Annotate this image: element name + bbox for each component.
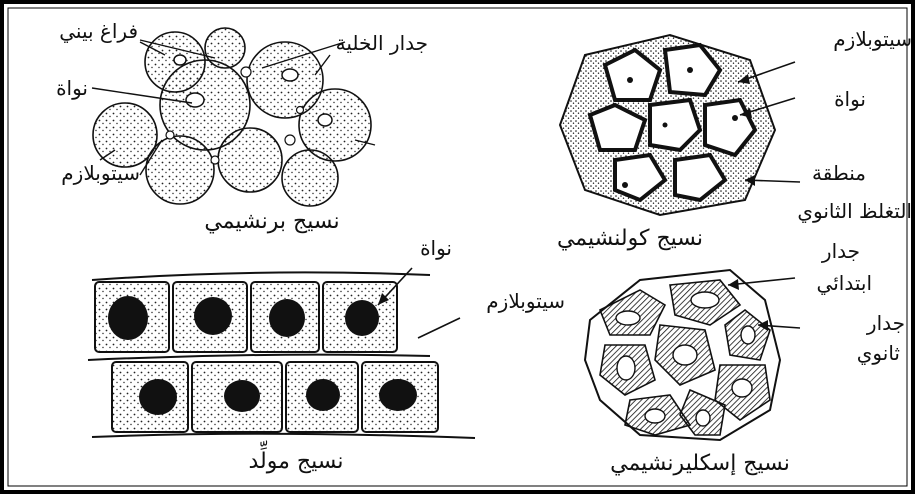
label-meristem-cytoplasm: سيتوبلازم: [486, 289, 565, 313]
caption-meristem: نسيج مولِّد: [249, 441, 344, 474]
label-intercellular-space: فراغ بيني: [59, 19, 138, 44]
label-nucleus: نواة: [56, 76, 88, 100]
label-meristem-nucleus: نواة: [420, 236, 452, 260]
label-collenchyma-nucleus: نواة: [834, 87, 866, 111]
meristem-panel: نواة سيتوبلازم نسيج مولِّد: [88, 236, 565, 474]
label-secondary-wall-line2: ثانوي: [857, 341, 900, 366]
label-collenchyma-cytoplasm: سيتوبلازم: [833, 27, 912, 51]
parenchyma-panel: فراغ بيني جدار الخلية نواة سيتوبلازم نسي…: [56, 19, 428, 234]
label-primary-wall-line2: ابتدائي: [817, 271, 872, 296]
label-secondary-wall-line1: جدار: [866, 311, 905, 335]
sclerenchyma-panel: جدار ابتدائي جدار ثانوي نسيج إسكليرنشيمي: [585, 239, 905, 476]
caption-parenchyma: نسيج برنشيمي: [204, 209, 339, 234]
label-thickening-line2: التغلظ الثانوي: [797, 199, 912, 224]
label-cytoplasm: سيتوبلازم: [61, 161, 140, 185]
collenchyma-panel: سيتوبلازم نواة منطقة التغلظ الثانوي نسيج…: [557, 27, 912, 251]
label-cell-wall: جدار الخلية: [336, 31, 428, 55]
label-thickening-line1: منطقة: [812, 161, 866, 185]
label-primary-wall-line1: جدار: [821, 239, 860, 263]
caption-sclerenchyma: نسيج إسكليرنشيمي: [610, 451, 790, 476]
caption-collenchyma: نسيج كولنشيمي: [557, 226, 703, 251]
